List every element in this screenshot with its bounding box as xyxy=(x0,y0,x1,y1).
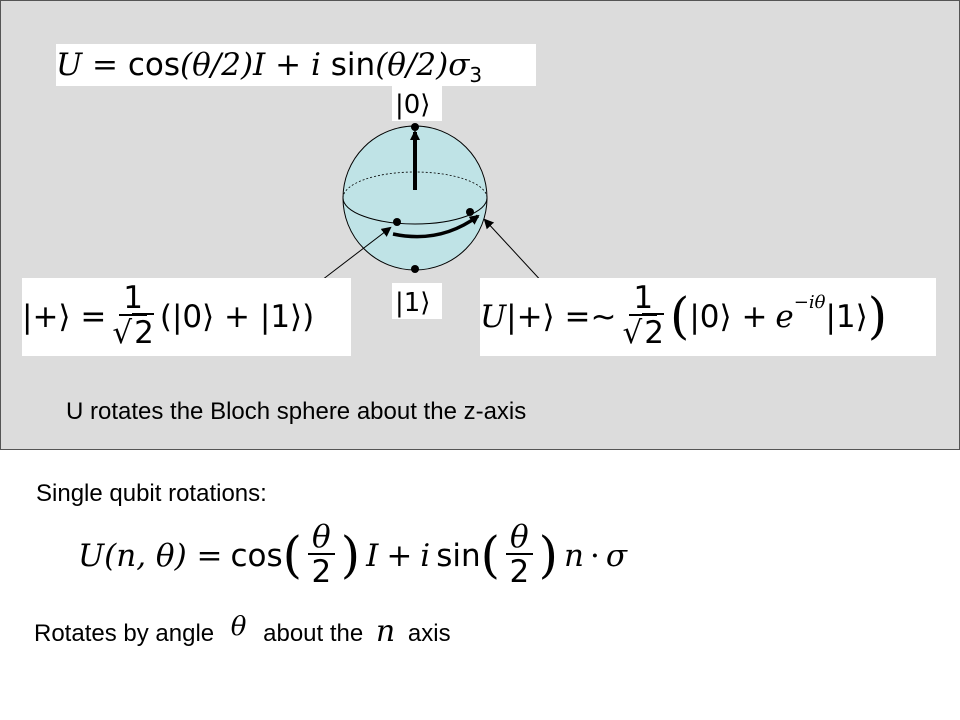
rot-open-paren: ( xyxy=(669,287,690,346)
gen-sin: sin xyxy=(436,538,481,574)
plus-lhs: |+⟩ = xyxy=(22,299,107,335)
gen-cos-close: ) xyxy=(340,526,361,585)
equator-front xyxy=(342,197,488,225)
rot-close-paren: ) xyxy=(867,287,888,346)
plus-state-equation: |+⟩ = 1 √2 (|0⟩ + |1⟩) xyxy=(22,278,351,356)
gen-cos-fraction: θ 2 xyxy=(308,521,335,591)
rotated-state-equation: U|+⟩ =∼ 1 √2 ( |0⟩ + e−iθ|1⟩ ) xyxy=(480,278,936,356)
rotation-arrow xyxy=(392,214,480,239)
ket0-label: |0⟩ xyxy=(395,90,430,120)
plus-den: √2 xyxy=(112,313,154,352)
gen-sin-theta: θ xyxy=(506,521,533,556)
rotates-part3: axis xyxy=(407,620,451,647)
gen-sigma: σ xyxy=(605,538,628,574)
rotates-part1: Rotates by angle xyxy=(34,620,215,647)
eq-plus: + xyxy=(275,47,302,83)
ket1-label-bg xyxy=(392,283,442,319)
eq-U: U xyxy=(56,47,83,83)
south-pole-dot xyxy=(411,265,419,273)
gen-cos: cos xyxy=(230,538,283,574)
pointer-to-rotated xyxy=(483,218,546,286)
eq-cos: cos xyxy=(127,47,181,83)
ket0-label-bg xyxy=(392,85,442,121)
rotated-state-dot xyxy=(466,208,474,216)
eq-sin: sin xyxy=(330,47,376,83)
top-equation: U = cos(θ/2)I + i sin(θ/2)σ3 xyxy=(56,44,536,88)
gen-cos-open: ( xyxy=(282,526,303,585)
rot-ket1: |1⟩ xyxy=(825,299,868,335)
rotates-theta: θ xyxy=(230,612,247,642)
rot-exp: −iθ xyxy=(793,292,826,313)
eq-I: I xyxy=(253,47,266,83)
plus-fraction: 1 √2 xyxy=(112,282,154,352)
gen-i: i xyxy=(420,538,431,574)
eq-sigma: σ xyxy=(448,47,470,83)
pointer-to-plus xyxy=(321,226,392,281)
rot-den-value: 2 xyxy=(642,313,664,352)
gen-sin-open: ( xyxy=(480,526,500,585)
gen-I: I xyxy=(366,538,379,574)
gen-cos-theta: θ xyxy=(308,521,335,556)
general-rotation-equation: U(n, θ) = cos ( θ 2 ) I + i sin ( θ 2 ) … xyxy=(78,512,627,600)
gen-U: U xyxy=(78,538,105,574)
plus-num: 1 xyxy=(119,282,147,317)
rot-lhs: |+⟩ =∼ xyxy=(506,299,617,335)
rot-e: e xyxy=(775,299,794,335)
gen-sin-fraction: θ 2 xyxy=(506,521,533,591)
gen-n: n xyxy=(564,538,584,574)
bloch-caption: U rotates the Bloch sphere about the z-a… xyxy=(66,398,527,425)
rotates-n: n xyxy=(375,614,396,649)
gen-sin-two: 2 xyxy=(509,554,530,591)
plus-den-value: 2 xyxy=(132,313,154,352)
ket1-label: |1⟩ xyxy=(395,288,430,318)
gen-plus: + xyxy=(386,538,413,574)
plus-state-dot xyxy=(393,218,401,226)
rot-fraction: 1 √2 xyxy=(622,282,664,352)
north-pole-dot xyxy=(411,123,419,131)
single-qubit-label: Single qubit rotations: xyxy=(36,480,267,507)
eq-theta-half-1: (θ/2) xyxy=(180,47,254,83)
rotates-by-angle-line: Rotates by angle θ about the n axis xyxy=(34,612,451,649)
eq-sigma-sub: 3 xyxy=(469,63,483,88)
rot-den: √2 xyxy=(622,313,664,352)
gen-args: (n, θ) = xyxy=(104,538,223,574)
eq-theta-half-2: (θ/2) xyxy=(375,47,449,83)
eq-equals: = xyxy=(92,47,118,83)
bloch-sphere-diagram: |0⟩ |1⟩ xyxy=(321,85,546,319)
rot-num: 1 xyxy=(629,282,658,317)
eq-i: i xyxy=(311,47,321,83)
gen-cos-two: 2 xyxy=(311,554,332,591)
gen-sin-close: ) xyxy=(538,526,559,585)
rotates-part2: about the xyxy=(263,620,364,647)
rot-ket0: |0⟩ + xyxy=(689,299,768,335)
rot-U: U xyxy=(480,299,507,335)
plus-rhs: (|0⟩ + |1⟩) xyxy=(159,299,315,335)
gen-dot: · xyxy=(590,538,600,574)
